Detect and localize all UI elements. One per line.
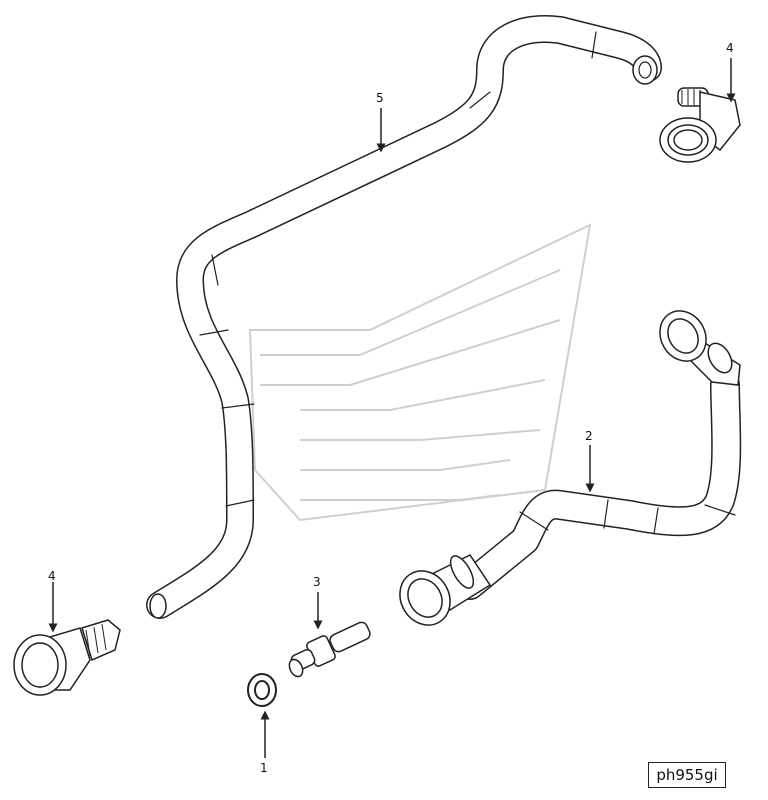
callout-1: 1	[260, 761, 268, 775]
figure-id-tag: ph955gi	[648, 762, 726, 788]
leader-arrows	[48, 58, 736, 758]
hose-part-5	[146, 15, 662, 619]
callout-2: 2	[585, 429, 593, 443]
fitting-part-3	[288, 621, 371, 678]
connector-part-4-left	[13, 619, 121, 696]
connector-part-2-top	[659, 310, 741, 386]
watermark-logo	[248, 223, 592, 522]
connector-part-4-right	[659, 87, 741, 163]
callout-3: 3	[313, 575, 321, 589]
callout-4-left: 4	[48, 569, 56, 583]
callout-5: 5	[376, 91, 384, 105]
callout-4-right: 4	[726, 41, 734, 55]
connector-part-2-bottom	[399, 554, 492, 626]
washer-part-1	[247, 673, 277, 707]
hose-part-2	[455, 370, 742, 600]
